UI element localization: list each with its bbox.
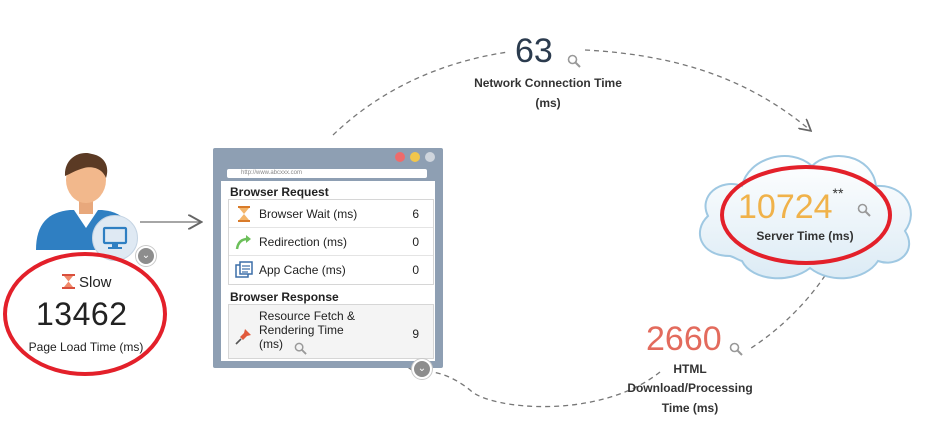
network-search-icon[interactable]	[567, 54, 581, 68]
resource-fetch-search-icon[interactable]	[294, 342, 307, 355]
server-time-number: 10724	[738, 188, 833, 226]
browser-wait-row[interactable]: Browser Wait (ms) 6	[229, 200, 433, 228]
redirection-label: Redirection (ms)	[259, 235, 348, 249]
redirection-row[interactable]: Redirection (ms) 0	[229, 228, 433, 256]
resource-fetch-label-line2: Rendering Time	[259, 323, 344, 337]
html-time-value: 2660	[646, 320, 722, 358]
resource-fetch-row[interactable]: Resource Fetch & Rendering Time (ms) 9	[229, 305, 435, 360]
server-time-value: 10724**	[738, 186, 843, 226]
dashed-path-from-server	[747, 267, 831, 351]
resource-fetch-value: 9	[412, 327, 419, 341]
dashed-path-network	[332, 51, 509, 136]
browser-request-group: Browser Wait (ms) 6 Redirection (ms) 0	[228, 199, 434, 285]
slow-hourglass-icon	[62, 274, 75, 289]
browser-response-title: Browser Response	[230, 290, 339, 304]
page-load-value: 13462	[36, 296, 128, 332]
html-time-label-line2: Download/Processing	[627, 381, 753, 395]
pin-icon	[235, 329, 251, 345]
network-time-value: 63	[515, 32, 553, 70]
resource-fetch-label: Resource Fetch & Rendering Time (ms)	[259, 309, 355, 351]
resource-fetch-label-line3: (ms)	[259, 337, 283, 351]
html-time-label-line1: HTML	[673, 362, 707, 376]
page-load-label: Page Load Time (ms)	[28, 340, 144, 354]
redirect-arrow-icon	[235, 235, 251, 250]
page-load-status: Slow	[79, 274, 112, 291]
html-search-icon[interactable]	[729, 342, 743, 356]
network-time-label-line2: (ms)	[535, 96, 561, 110]
app-cache-value: 0	[412, 263, 419, 277]
resource-fetch-label-line1: Resource Fetch &	[259, 309, 356, 323]
hourglass-icon	[238, 206, 250, 222]
window-maximize-dot	[425, 152, 435, 162]
browser-wait-value: 6	[412, 207, 419, 221]
app-cache-label: App Cache (ms)	[259, 263, 346, 277]
window-minimize-dot	[410, 152, 420, 162]
browser-window: http://www.abcxxx.com Browser Request Br…	[213, 148, 443, 368]
app-cache-icon	[235, 261, 253, 278]
server-search-icon[interactable]	[857, 203, 871, 217]
monitor-icon	[102, 226, 128, 249]
browser-expand-toggle[interactable]: ⌄	[412, 359, 432, 379]
browser-content: Browser Request Browser Wait (ms) 6 Redi…	[221, 181, 435, 361]
browser-response-group: Resource Fetch & Rendering Time (ms) 9	[228, 304, 434, 359]
server-time-label: Server Time (ms)	[756, 229, 854, 243]
redirection-value: 0	[412, 235, 419, 249]
server-time-asterisks: **	[832, 185, 844, 201]
dashed-path-to-server	[584, 49, 810, 130]
browser-titlebar	[213, 148, 443, 166]
dashed-path-html	[424, 370, 661, 408]
network-time-label-line1: Network Connection Time	[474, 76, 622, 90]
browser-address-bar: http://www.abcxxx.com	[227, 169, 427, 178]
html-time-label-line3: Time (ms)	[661, 401, 719, 415]
device-monitor-badge	[92, 215, 138, 261]
browser-request-title: Browser Request	[230, 185, 329, 199]
app-cache-row[interactable]: App Cache (ms) 0	[229, 256, 433, 284]
browser-wait-label: Browser Wait (ms)	[259, 207, 358, 221]
user-expand-toggle[interactable]: ⌄	[136, 246, 156, 266]
window-close-dot	[395, 152, 405, 162]
